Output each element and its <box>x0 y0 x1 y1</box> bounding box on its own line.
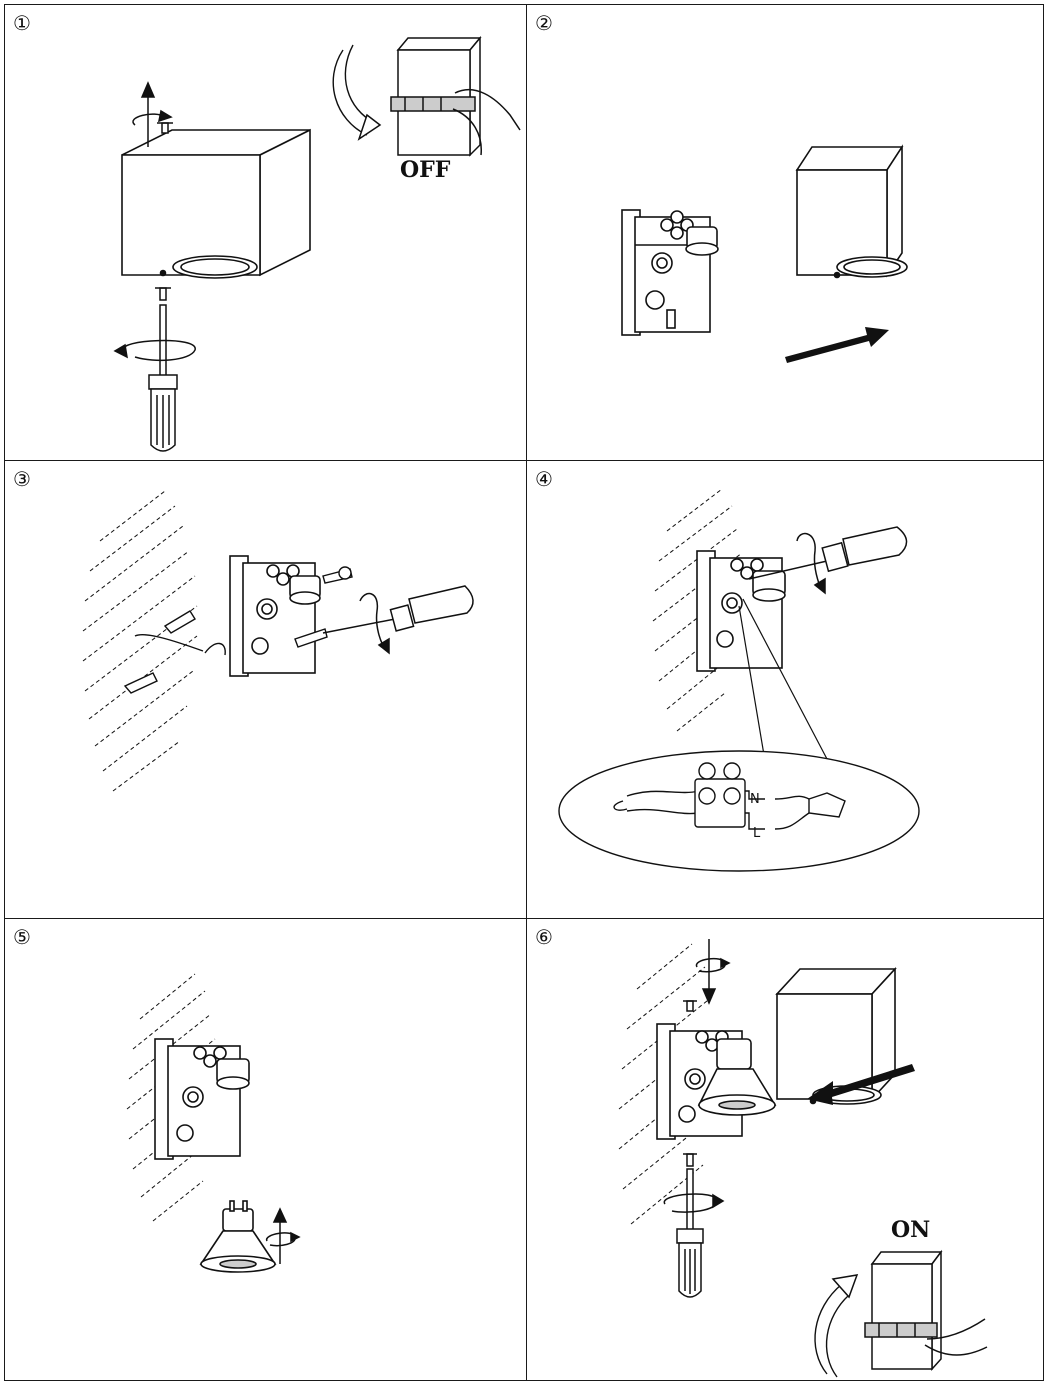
live-label: L <box>753 826 761 841</box>
step-number: ② <box>535 11 553 35</box>
step-6-illustration: ON <box>618 939 988 1378</box>
step-number: ④ <box>535 467 553 491</box>
arrow-right-icon <box>785 327 889 363</box>
circuit-breaker-icon <box>814 1249 988 1378</box>
panel-step-2: ② <box>527 5 1044 460</box>
terminal-block-detail-icon <box>558 750 920 872</box>
step-number: ① <box>13 11 31 35</box>
mounting-bracket-icon <box>621 209 719 336</box>
step-5-illustration <box>126 973 301 1273</box>
panel-step-4: ④ <box>527 461 1044 918</box>
bulb-up-arrow-icon <box>266 1207 301 1264</box>
gu10-bulb-icon <box>199 1200 277 1273</box>
step-number: ⑤ <box>13 925 31 949</box>
step-2-illustration <box>621 144 908 363</box>
panel-step-3: ③ <box>5 461 526 918</box>
screwdriver-icon <box>322 585 474 655</box>
arrow-left-icon <box>807 1064 915 1105</box>
step-3-illustration <box>82 490 474 792</box>
cube-lamp-housing-icon <box>775 966 897 1105</box>
panel-step-5: ⑤ <box>5 919 526 1381</box>
panel-step-6: ⑥ <box>527 919 1044 1381</box>
cube-lamp-housing-icon <box>795 144 908 279</box>
on-label: ON <box>891 1217 930 1243</box>
circuit-breaker-icon <box>332 35 521 157</box>
screwdriver-icon <box>113 287 196 452</box>
screwdriver-icon <box>748 526 908 595</box>
step-number: ⑥ <box>535 925 553 949</box>
off-label: OFF <box>400 157 451 183</box>
wall-plug-icon <box>123 610 226 694</box>
gu10-bulb-icon <box>697 1038 777 1116</box>
screw-up-arrow-icon <box>132 81 173 147</box>
step-number: ③ <box>13 467 31 491</box>
step-1-illustration: OFF <box>113 35 521 452</box>
screw-icon <box>294 566 353 648</box>
mounting-bracket-icon <box>229 555 321 677</box>
wall-hatching-icon <box>82 490 198 792</box>
screwdriver-icon <box>663 1153 725 1298</box>
row-divider-1 <box>4 460 1044 461</box>
screw-down-arrow-icon <box>683 939 731 1012</box>
step-4-illustration: N L <box>558 488 920 872</box>
cube-lamp-housing-icon <box>121 128 311 279</box>
zoom-callout-lines <box>738 598 828 762</box>
panel-step-1: ① <box>5 5 526 460</box>
mounting-bracket-icon <box>154 1038 250 1160</box>
row-divider-2 <box>4 918 1044 919</box>
neutral-label: N <box>750 792 760 807</box>
vertical-divider <box>526 4 527 1381</box>
